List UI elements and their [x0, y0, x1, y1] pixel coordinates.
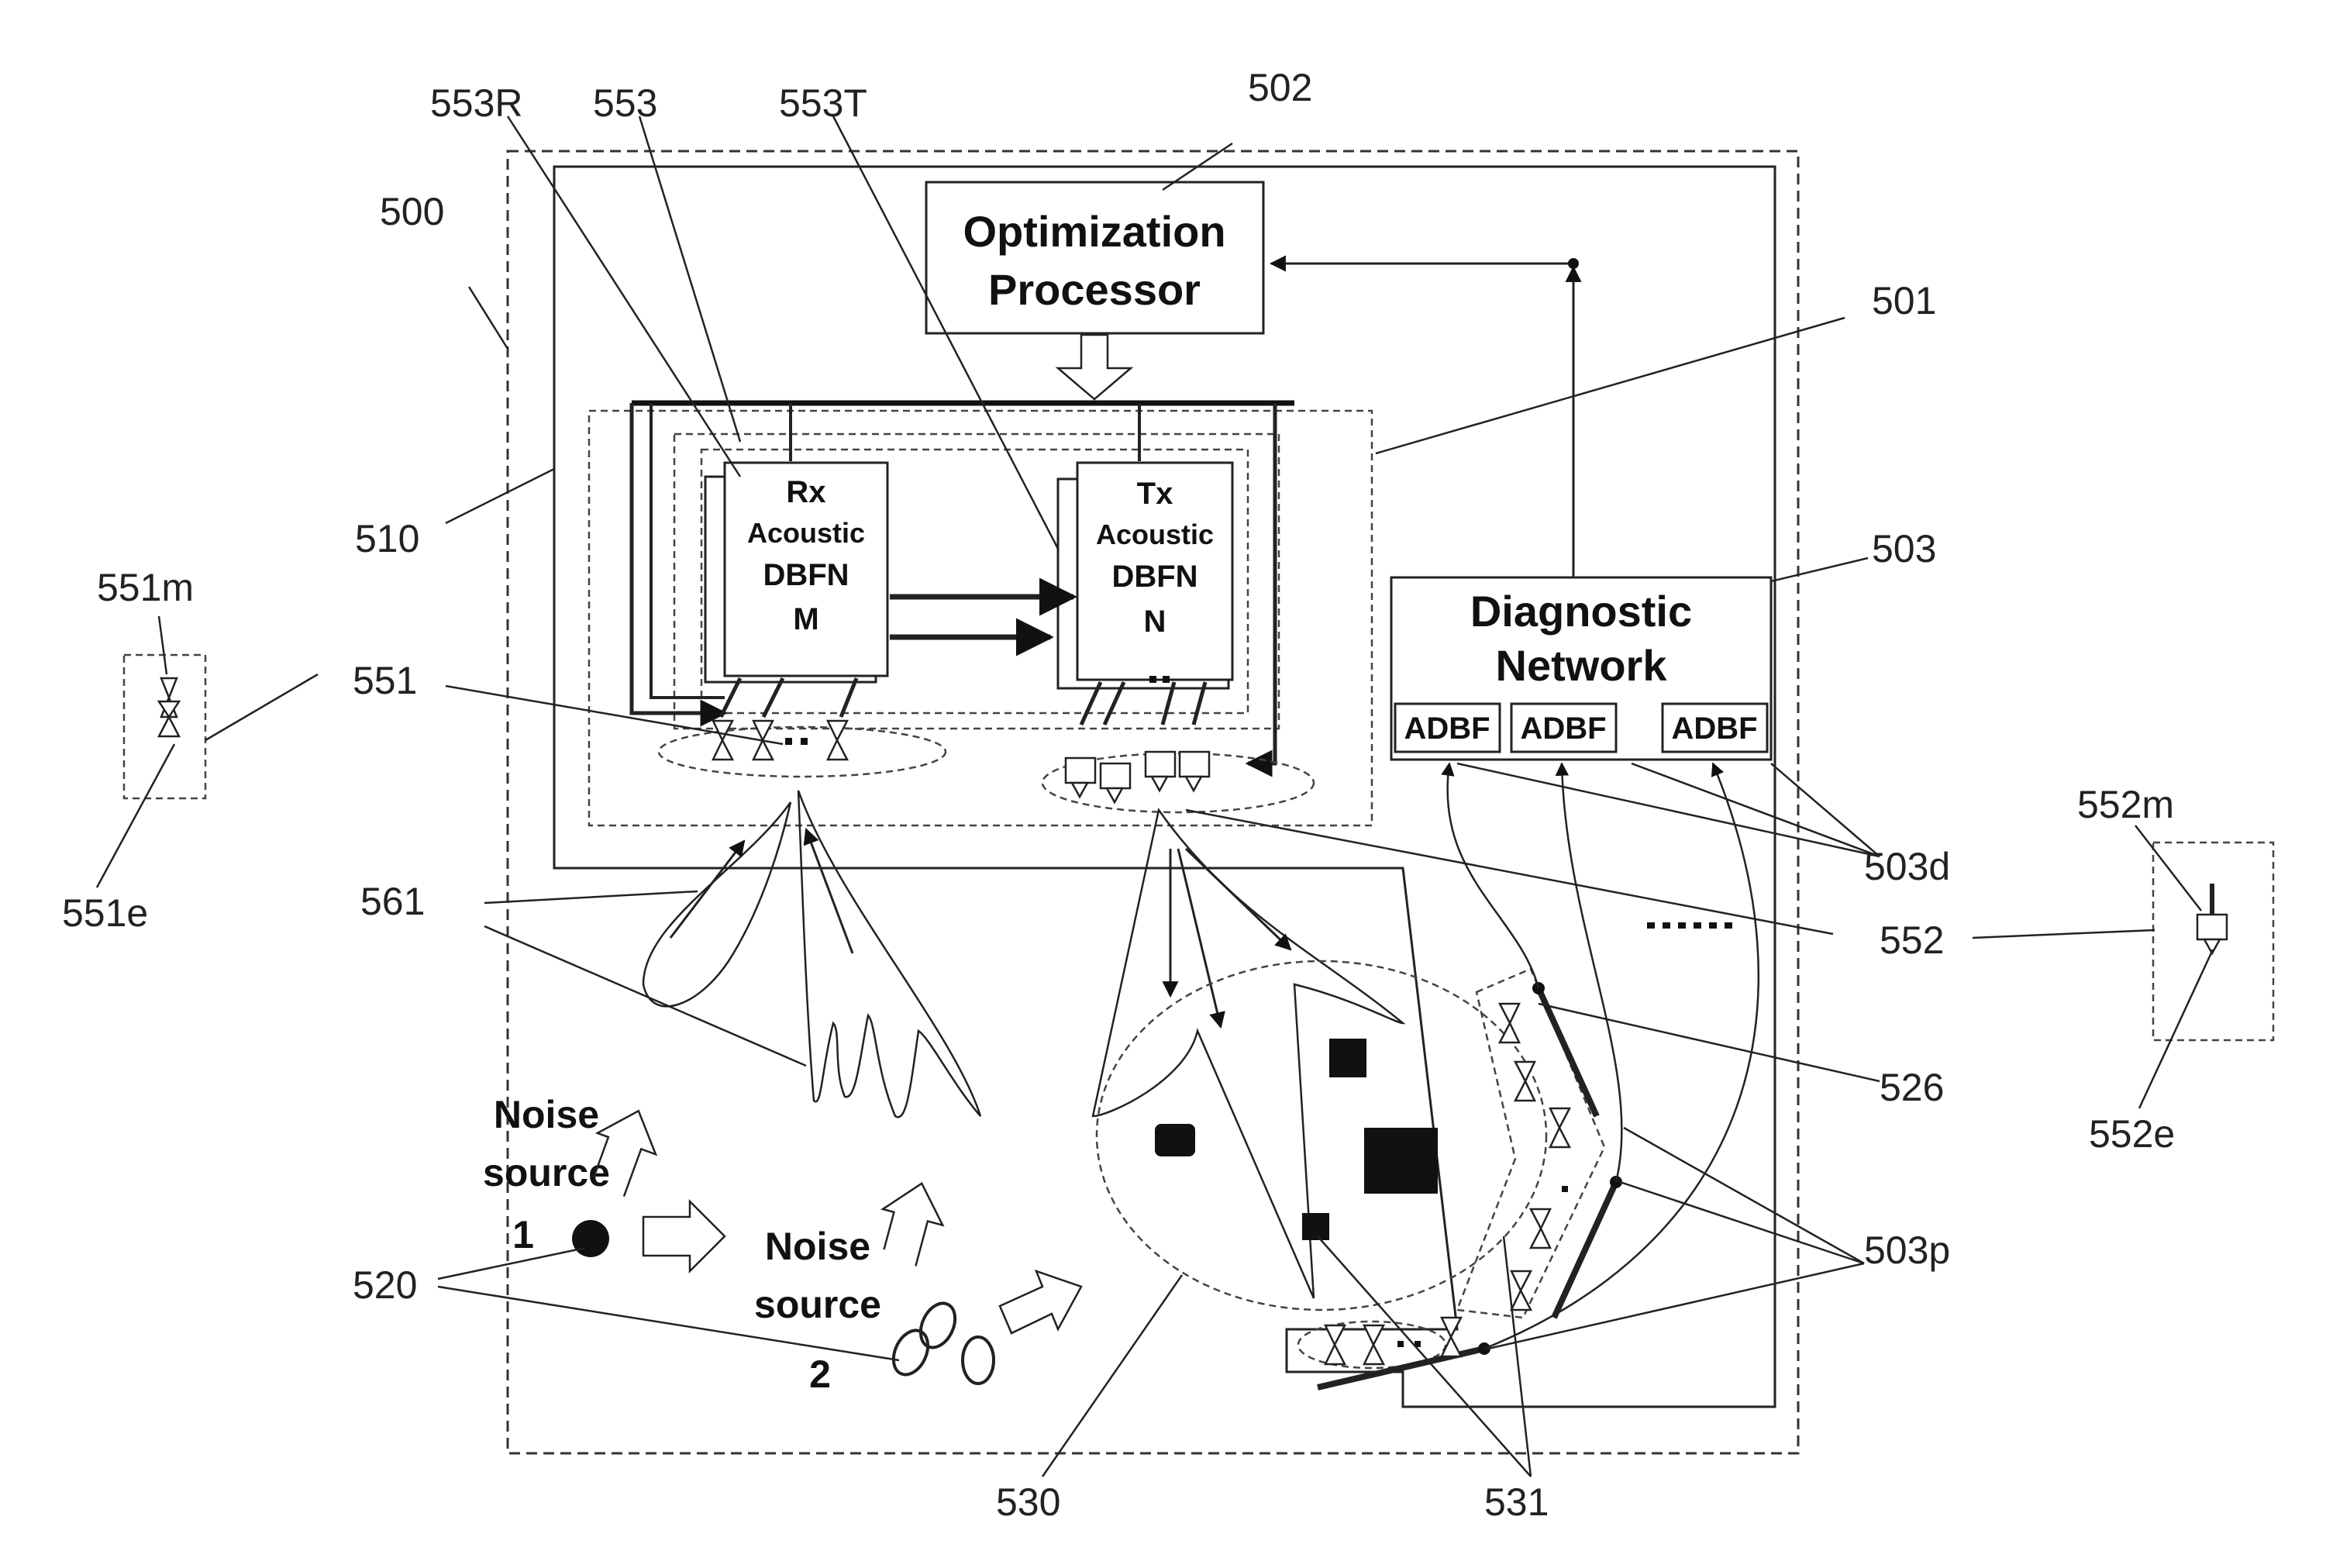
noise-source-1-line1: Noise: [494, 1093, 599, 1136]
probe-bar-2: [1554, 1182, 1616, 1318]
receive-beam-2: [798, 791, 980, 1117]
ref-531: 531: [1484, 1480, 1549, 1524]
ref-510: 510: [355, 517, 419, 560]
ref-552: 552: [1880, 918, 1944, 962]
ref-526: 526: [1880, 1066, 1944, 1109]
module-551-element-icon-2: [159, 701, 179, 736]
rx-feed-3: [841, 678, 856, 717]
module-552-element-icon: [2197, 915, 2227, 939]
noise-source-1-line3: 1: [512, 1213, 534, 1256]
rx-feed-2: [763, 678, 783, 717]
ref-553R: 553R: [430, 81, 523, 125]
noise-arrow-right-1: [643, 1201, 725, 1271]
noise-arrow-right-2: [1000, 1271, 1081, 1333]
adbf-label-3: ADBF: [1671, 712, 1757, 746]
tx-dbfn-line4: N: [1144, 605, 1166, 639]
tx-dbfn-line1: Tx: [1137, 477, 1173, 511]
noise-source-2-line1: Noise: [765, 1225, 870, 1268]
ref-553T: 553T: [779, 81, 867, 125]
target-531-b: [1364, 1128, 1438, 1194]
rx-dbfn-line4: M: [793, 602, 818, 636]
noise-source-icon: [572, 1220, 609, 1257]
noise-source-2-line3: 2: [809, 1353, 831, 1396]
target-531-d: [1302, 1213, 1329, 1240]
noise-source-2-line2: source: [754, 1283, 881, 1326]
ref-503: 503: [1872, 527, 1936, 570]
adbf-label-1: ADBF: [1404, 712, 1490, 746]
tx-dbfn-line2: Acoustic: [1096, 519, 1214, 550]
bus-right-drop: [1248, 403, 1275, 763]
system-boundary-500: [508, 151, 1798, 1453]
ref-530: 530: [996, 1480, 1060, 1524]
ref-551: 551: [353, 659, 417, 702]
ref-503p: 503p: [1864, 1229, 1950, 1272]
ref-553: 553: [593, 81, 657, 125]
rx-array-ellipse-551: [659, 727, 946, 777]
ref-552e: 552e: [2089, 1112, 2175, 1156]
ref-520: 520: [353, 1263, 417, 1307]
ref-551m: 551m: [97, 566, 194, 609]
beam-arrow-1: [670, 841, 744, 938]
diag-curve-2: [1562, 763, 1621, 1182]
receive-beam-1: [643, 802, 791, 1006]
rx-dbfn-line1: Rx: [786, 475, 825, 509]
optimization-processor-line2: Processor: [988, 265, 1201, 314]
ref-501: 501: [1872, 279, 1936, 322]
ref-552m: 552m: [2077, 783, 2174, 826]
rx-dbfn-line3: DBFN: [763, 558, 849, 592]
target-531-a: [1329, 1039, 1366, 1077]
ellipsis-marks: [1647, 922, 1732, 929]
noise-source-2-icon: [887, 1297, 994, 1384]
feedback-junction: [1568, 258, 1579, 269]
processor-to-bus-arrow-icon: [1058, 335, 1131, 399]
diagnostic-network-line2: Network: [1496, 641, 1668, 690]
ref-551e: 551e: [62, 891, 148, 935]
ref-500: 500: [380, 190, 444, 233]
room-outline-510: [554, 167, 1775, 1407]
probe-array-outline: [1457, 969, 1604, 1318]
tx-element-icon: [1066, 752, 1209, 802]
target-531-c: [1155, 1124, 1195, 1156]
probe-bar-1: [1539, 988, 1597, 1116]
ref-502: 502: [1248, 66, 1312, 109]
optimization-processor-line1: Optimization: [963, 207, 1225, 256]
ref-503d: 503d: [1864, 845, 1950, 888]
ref-561: 561: [360, 880, 425, 923]
beam-arrow-2: [806, 829, 853, 953]
diag-curve-3: [1484, 763, 1759, 1349]
tx-dbfn-line3: DBFN: [1111, 560, 1197, 594]
rx-dbfn-line2: Acoustic: [747, 517, 865, 549]
tx-arrow-3: [1186, 849, 1290, 949]
noise-arrow-up-2: [870, 1176, 951, 1270]
adbf-label-2: ADBF: [1520, 712, 1606, 746]
noise-source-1-line2: source: [483, 1151, 610, 1194]
diagnostic-network-line1: Diagnostic: [1470, 587, 1692, 636]
